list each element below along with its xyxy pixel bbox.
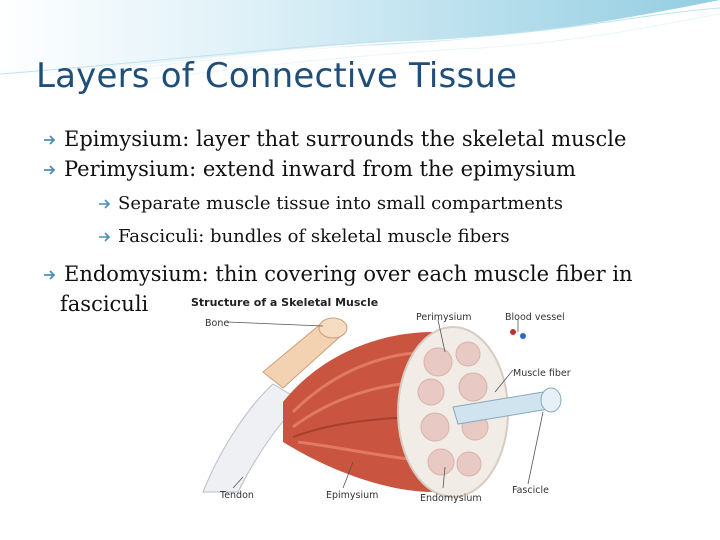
- bullet-item: Epimysium: layer that surrounds the skel…: [40, 124, 700, 154]
- label-epimysium: Epimysium: [326, 490, 379, 501]
- bullet-item: Perimysium: extend inward from the epimy…: [40, 154, 700, 184]
- label-endomysium: Endomysium: [420, 493, 482, 504]
- bullet-item: Endomysium: thin covering over each musc…: [40, 259, 700, 319]
- figure-title: Structure of a Skeletal Muscle: [191, 296, 379, 309]
- label-muscle-fiber: Muscle fiber: [513, 368, 571, 379]
- bullet-text: Epimysium: layer that surrounds the skel…: [64, 127, 627, 151]
- label-perimysium: Perimysium: [416, 312, 472, 323]
- header-wave-decoration: [0, 0, 720, 80]
- label-fascicle: Fascicle: [512, 485, 549, 496]
- label-blood-vessel: Blood vessel: [505, 312, 565, 323]
- bullet-arrow-icon: [99, 232, 111, 242]
- bullet-continuation-text: fasciculi: [60, 292, 149, 316]
- muscle-structure-figure: Structure of a Skeletal Muscle Bone Peri…: [183, 292, 578, 510]
- sub-bullet-item: Separate muscle tissue into small compar…: [40, 187, 700, 220]
- label-tendon: Tendon: [220, 490, 254, 501]
- bullet-arrow-icon: [99, 199, 111, 209]
- bullet-arrow-icon: [44, 135, 56, 145]
- muscle-illustration: [202, 317, 562, 498]
- bullet-text: Perimysium: extend inward from the epimy…: [64, 157, 576, 181]
- bullet-arrow-icon: [44, 165, 56, 175]
- bullet-text: Endomysium: thin covering over each musc…: [64, 262, 633, 286]
- bullet-arrow-icon: [44, 270, 56, 280]
- label-bone: Bone: [205, 318, 230, 329]
- bullet-list: Epimysium: layer that surrounds the skel…: [40, 124, 700, 319]
- sub-bullet-text: Fasciculi: bundles of skeletal muscle fi…: [118, 226, 510, 247]
- slide-title: Layers of Connective Tissue: [36, 56, 518, 96]
- sub-bullet-item: Fasciculi: bundles of skeletal muscle fi…: [40, 220, 700, 253]
- sub-bullet-text: Separate muscle tissue into small compar…: [118, 193, 563, 214]
